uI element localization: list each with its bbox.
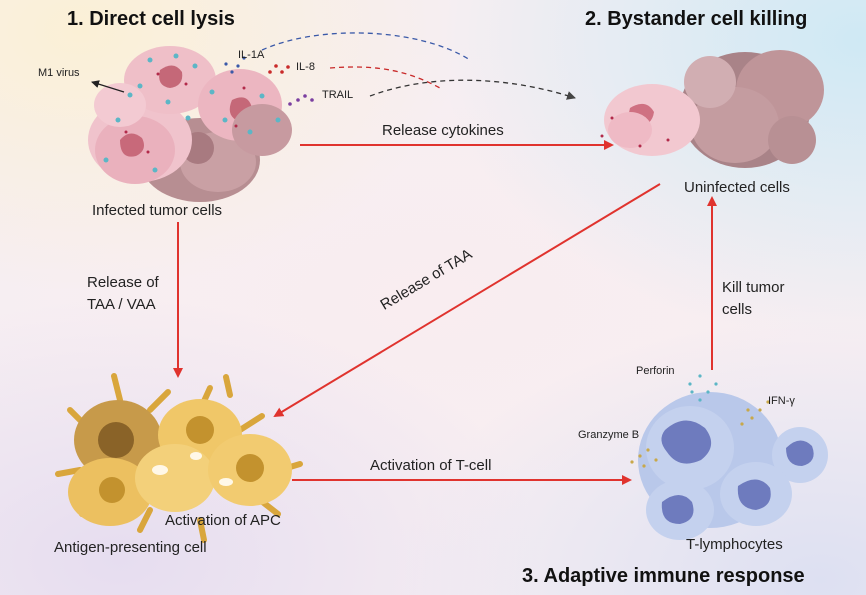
label-il1a: IL-1A <box>238 49 265 61</box>
label-m1-virus: M1 virus <box>38 67 80 79</box>
m1-virus-pointer <box>91 80 125 93</box>
label-t-lymphocytes: T-lymphocytes <box>686 536 783 553</box>
label-infected-tumor-cells: Infected tumor cells <box>92 202 223 219</box>
heading-direct-cell-lysis: 1. Direct cell lysis <box>67 8 235 30</box>
label-uninfected-cells: Uninfected cells <box>684 179 790 196</box>
label-release-of: Release of <box>87 274 159 291</box>
label-taa-vaa: TAA / VAA <box>87 296 156 313</box>
heading-adaptive-immune-response: 3. Adaptive immune response <box>522 565 805 587</box>
label-cells: cells <box>722 301 753 318</box>
cytokine-dashed-arrows <box>261 32 576 100</box>
label-ifn-gamma: IFN-γ <box>768 395 795 407</box>
label-kill-tumor: Kill tumor <box>722 279 785 296</box>
uninfected-cells-cluster <box>600 50 824 168</box>
arrow-release-taa <box>273 183 661 418</box>
label-activation-tcell: Activation of T-cell <box>370 457 492 474</box>
label-release-cytokines: Release cytokines <box>382 122 504 139</box>
t-lymphocytes-cluster <box>630 374 828 540</box>
label-antigen-presenting-cell: Antigen-presenting cell <box>54 539 207 556</box>
heading-bystander-cell-killing: 2. Bystander cell killing <box>585 8 808 30</box>
label-granzyme-b: Granzyme B <box>578 429 640 441</box>
label-trail: TRAIL <box>322 89 354 101</box>
cytokine-particles <box>224 56 314 106</box>
label-il8: IL-8 <box>296 61 315 73</box>
apc-cluster <box>55 373 303 543</box>
label-activation-apc: Activation of APC <box>165 512 281 529</box>
process-arrows <box>173 140 717 485</box>
infected-tumor-cells-cluster <box>88 46 292 202</box>
label-perforin: Perforin <box>636 365 675 377</box>
